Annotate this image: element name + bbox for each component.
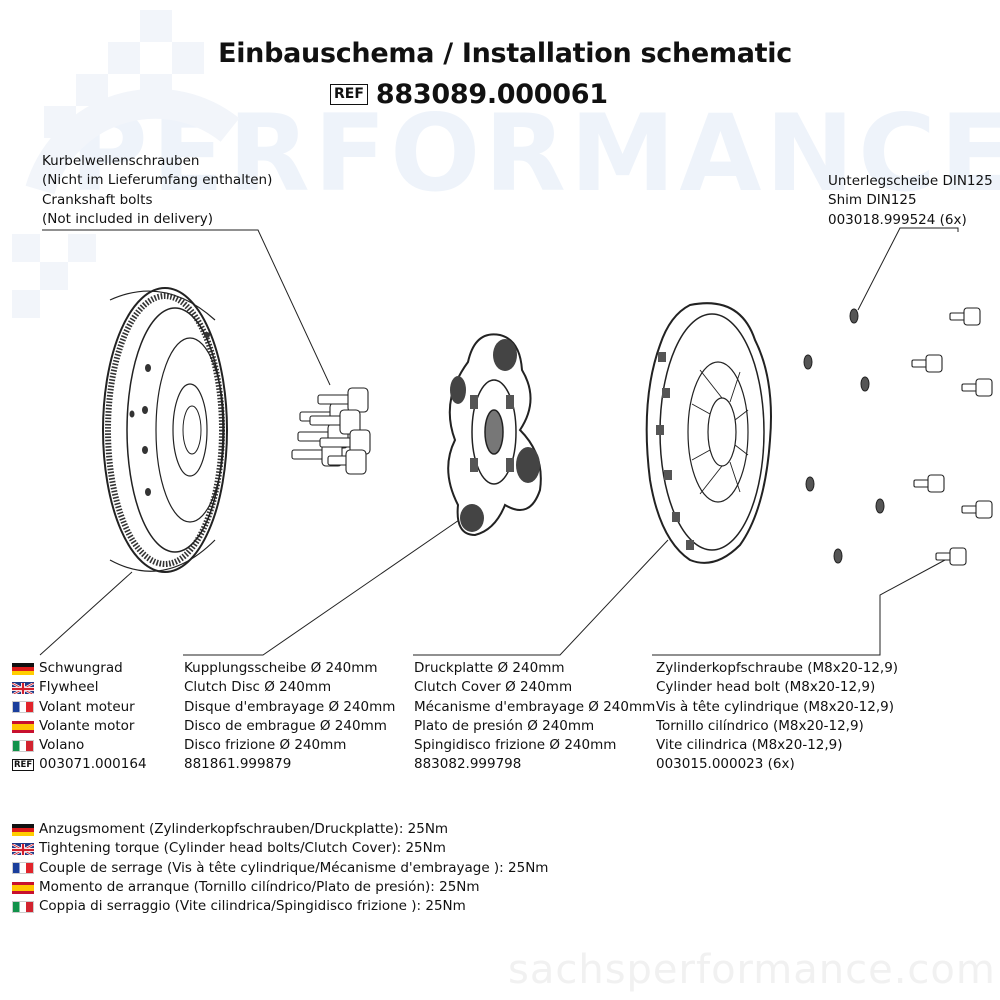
part-name: Clutch Disc Ø 240mm	[184, 679, 332, 696]
callout-line: Crankshaft bolts	[42, 191, 153, 208]
leader-crankshaft-bolts	[42, 229, 331, 386]
part-clutch-cover: Druckplatte Ø 240mm Clutch Cover Ø 240mm…	[414, 659, 655, 775]
watermark-website: sachsperformance.com	[508, 947, 996, 993]
ref-badge: REF	[330, 83, 368, 105]
part-name: Druckplatte Ø 240mm	[414, 660, 565, 676]
crankshaft-bolts-illustration	[291, 387, 371, 475]
part-flywheel: Schwungrad Flywheel Volant moteur Volant…	[12, 659, 147, 775]
leader-clutch-disc	[183, 517, 463, 656]
part-name: Volante motor	[39, 717, 135, 734]
callout-line: (Nicht im Lieferumfang enthalten)	[42, 172, 273, 189]
flag-uk-icon	[12, 681, 34, 694]
part-name: Cylinder head bolt (M8x20-12,9)	[656, 679, 876, 696]
torque-line: Couple de serrage (Vis à tête cylindriqu…	[39, 859, 549, 876]
clutch-cover-illustration	[645, 302, 772, 564]
leader-flywheel	[39, 571, 133, 656]
part-name: Volano	[39, 737, 85, 754]
flag-spain-icon	[12, 881, 34, 894]
part-name: Disque d'embrayage Ø 240mm	[184, 698, 396, 715]
reference-number-row: REF 883089.000061	[330, 78, 608, 110]
callout-line: Shim DIN125	[828, 192, 917, 209]
ref-number: 883089.000061	[375, 78, 608, 110]
part-number: 003015.000023 (6x)	[656, 756, 795, 773]
part-name: Zylinderkopfschraube (M8x20-12,9)	[656, 660, 899, 676]
part-cylinder-head-bolt: Zylinderkopfschraube (M8x20-12,9) Cylind…	[656, 659, 898, 775]
leader-head-bolt	[652, 559, 946, 656]
part-number: 883082.999798	[414, 756, 522, 773]
shims-illustration	[803, 308, 885, 564]
part-name: Vis à tête cylindrique (M8x20-12,9)	[656, 698, 894, 715]
torque-line: Anzugsmoment (Zylinderkopfschrauben/Druc…	[39, 821, 449, 837]
part-name: Flywheel	[39, 679, 99, 696]
flag-france-icon	[12, 701, 34, 714]
flag-germany-icon	[12, 823, 34, 836]
part-name: Kupplungsscheibe Ø 240mm	[184, 660, 378, 676]
flag-italy-icon	[12, 900, 34, 913]
callout-line: 003018.999524 (6x)	[828, 211, 967, 228]
part-name: Disco frizione Ø 240mm	[184, 737, 347, 754]
cylinder-head-bolts-illustration	[911, 307, 993, 566]
part-clutch-disc: Kupplungsscheibe Ø 240mm Clutch Disc Ø 2…	[184, 659, 395, 775]
flag-italy-icon	[12, 739, 34, 752]
part-name: Spingidisco frizione Ø 240mm	[414, 737, 617, 754]
part-name: Volant moteur	[39, 698, 135, 715]
part-name: Clutch Cover Ø 240mm	[414, 679, 573, 696]
torque-line: Momento de arranque (Tornillo cilíndrico…	[39, 878, 480, 895]
clutch-disc-illustration	[447, 333, 542, 537]
leader-shim	[857, 227, 959, 311]
page-title: Einbauschema / Installation schematic	[218, 38, 792, 69]
part-name: Plato de presión Ø 240mm	[414, 717, 595, 734]
callout-line: (Not included in delivery)	[42, 210, 214, 227]
leader-clutch-cover	[413, 539, 669, 656]
ref-badge: REF	[12, 759, 35, 772]
callout-line: Unterlegscheibe DIN125	[828, 173, 993, 189]
part-number: 003071.000164	[39, 756, 147, 773]
torque-line: Tightening torque (Cylinder head bolts/C…	[39, 840, 446, 857]
flag-spain-icon	[12, 720, 34, 733]
part-name: Vite cilindrica (M8x20-12,9)	[656, 737, 843, 754]
part-name: Disco de embrague Ø 240mm	[184, 717, 387, 734]
part-name: Mécanisme d'embrayage Ø 240mm	[414, 698, 656, 715]
flag-germany-icon	[12, 662, 34, 675]
flag-france-icon	[12, 862, 34, 875]
flywheel-illustration	[102, 287, 228, 573]
torque-specification: Anzugsmoment (Zylinderkopfschrauben/Druc…	[12, 820, 548, 916]
flag-uk-icon	[12, 842, 34, 855]
torque-line: Coppia di serraggio (Vite cilindrica/Spi…	[39, 898, 466, 915]
callout-crankshaft-bolts: Kurbelwellenschrauben (Nicht im Lieferum…	[42, 152, 272, 229]
part-number: 881861.999879	[184, 756, 292, 773]
callout-line: Kurbelwellenschrauben	[42, 153, 200, 169]
part-name: Schwungrad	[39, 660, 123, 676]
callout-shim: Unterlegscheibe DIN125 Shim DIN125 00301…	[828, 172, 993, 230]
leader-lines	[39, 227, 959, 656]
watermark-checker-graphic	[12, 10, 240, 318]
part-name: Tornillo cilíndrico (M8x20-12,9)	[656, 717, 864, 734]
